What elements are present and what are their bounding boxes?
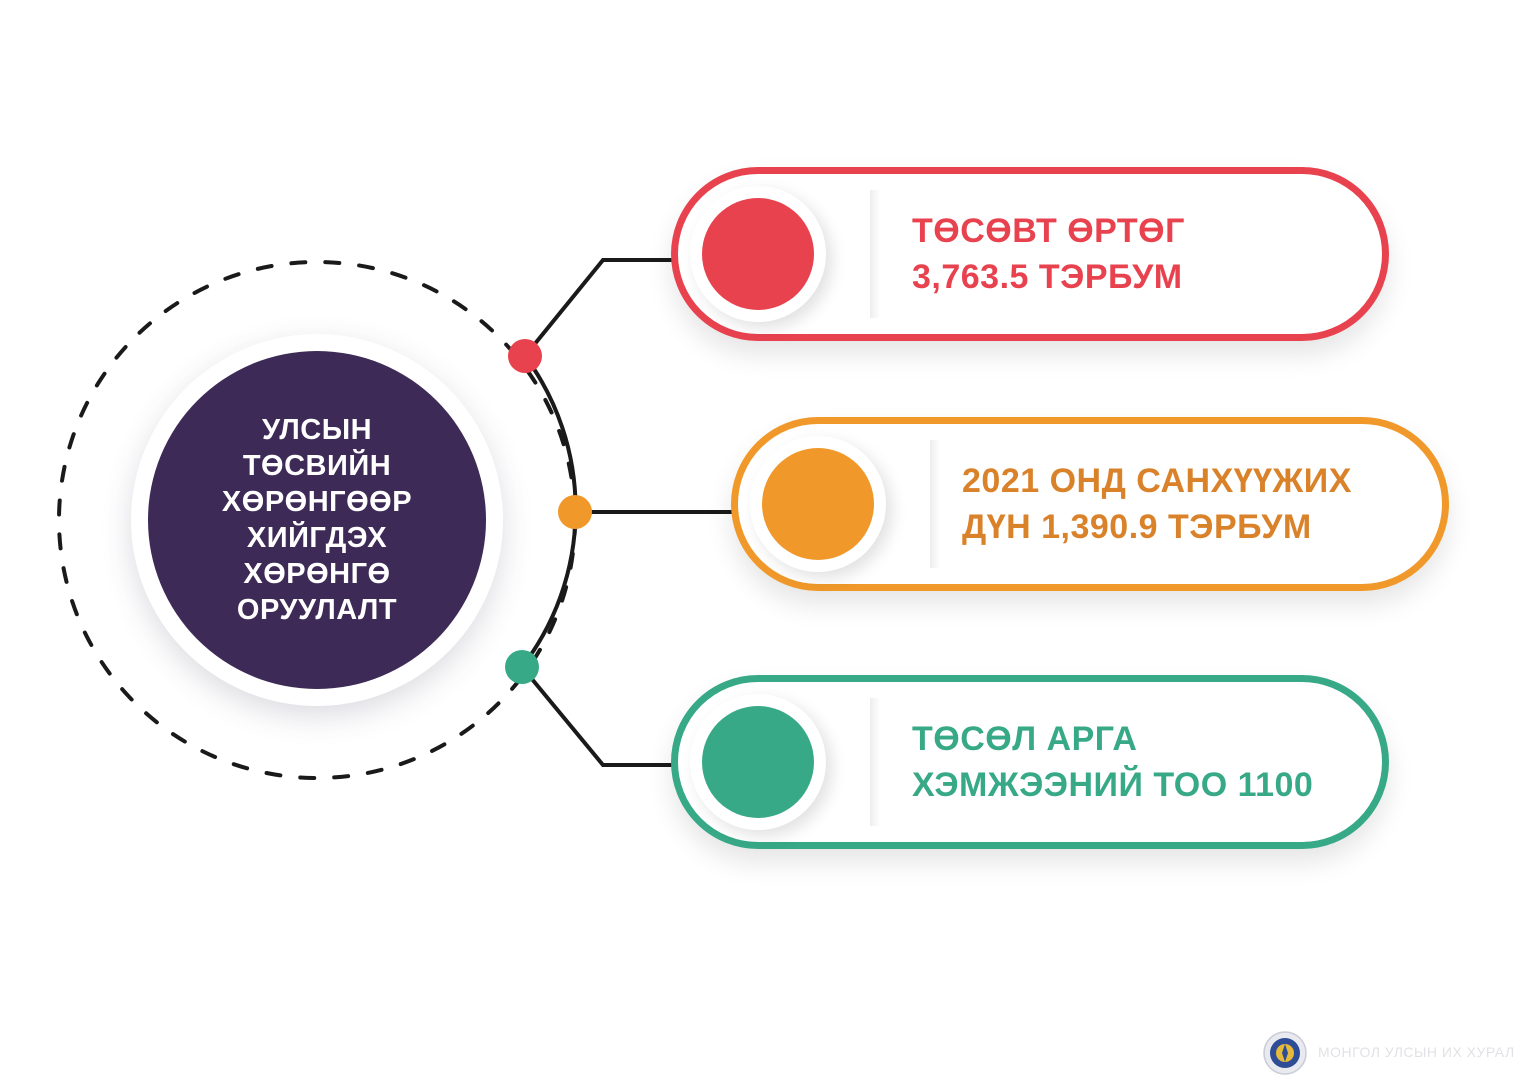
connector-line-3 xyxy=(520,665,675,767)
card-disc-icon xyxy=(702,198,814,310)
central-hub-circle: УЛСЫН ТӨСВИЙН ХӨРӨНГӨӨР ХИЙГДЭХ ХӨРӨНГӨ … xyxy=(148,351,486,689)
card-disc-frame xyxy=(690,186,826,322)
card-label: 2021 ОНД САНХҮҮЖИХ ДҮН 1,390.9 ТЭРБУМ xyxy=(962,462,1352,546)
card-divider xyxy=(930,440,940,568)
card-divider xyxy=(870,698,880,826)
card-label: ТӨСӨЛ АРГА ХЭМЖЭЭНИЙ ТОО 1100 xyxy=(912,720,1314,804)
card-disc-frame xyxy=(750,436,886,572)
card-disc-frame xyxy=(690,694,826,830)
card-divider xyxy=(870,190,880,318)
footer-organization-name: МОНГОЛ УЛСЫН ИХ ХУРАЛ xyxy=(1318,1044,1515,1060)
node-dot-1 xyxy=(508,339,542,373)
card-label: ТӨСӨВТ ӨРТӨГ 3,763.5 ТЭРБУМ xyxy=(912,212,1185,296)
card-disc-icon xyxy=(762,448,874,560)
central-hub-ring: УЛСЫН ТӨСВИЙН ХӨРӨНГӨӨР ХИЙГДЭХ ХӨРӨНГӨ … xyxy=(131,334,503,706)
node-dot-3 xyxy=(505,650,539,684)
card-2021-financing: 2021 ОНД САНХҮҮЖИХ ДҮН 1,390.9 ТЭРБУМ xyxy=(731,417,1449,591)
node-dot-2 xyxy=(558,495,592,529)
connector-line-1 xyxy=(523,258,675,358)
card-disc-icon xyxy=(702,706,814,818)
card-project-count: ТӨСӨЛ АРГА ХЭМЖЭЭНИЙ ТОО 1100 xyxy=(671,675,1389,849)
hub-title: УЛСЫН ТӨСВИЙН ХӨРӨНГӨӨР ХИЙГДЭХ ХӨРӨНГӨ … xyxy=(221,414,413,626)
card-total-cost: ТӨСӨВТ ӨРТӨГ 3,763.5 ТЭРБУМ xyxy=(671,167,1389,341)
state-emblem-icon xyxy=(1263,1031,1307,1075)
